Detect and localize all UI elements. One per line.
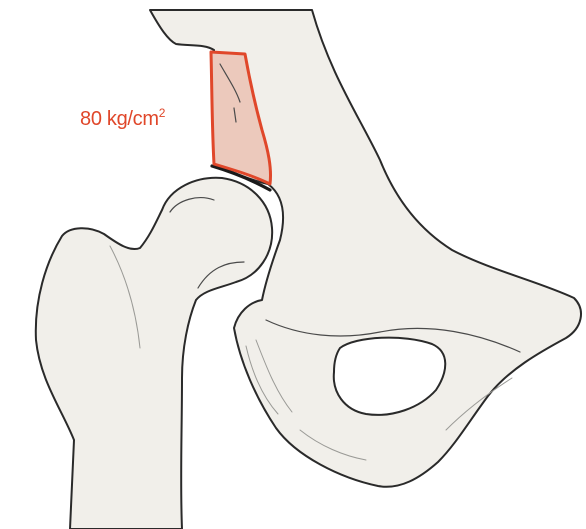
pressure-value-label: 80 kg/cm2	[80, 106, 165, 131]
pressure-unit-exponent: 2	[159, 106, 165, 120]
pressure-value-text: 80 kg/cm	[80, 108, 159, 130]
femur-bone	[36, 178, 272, 529]
